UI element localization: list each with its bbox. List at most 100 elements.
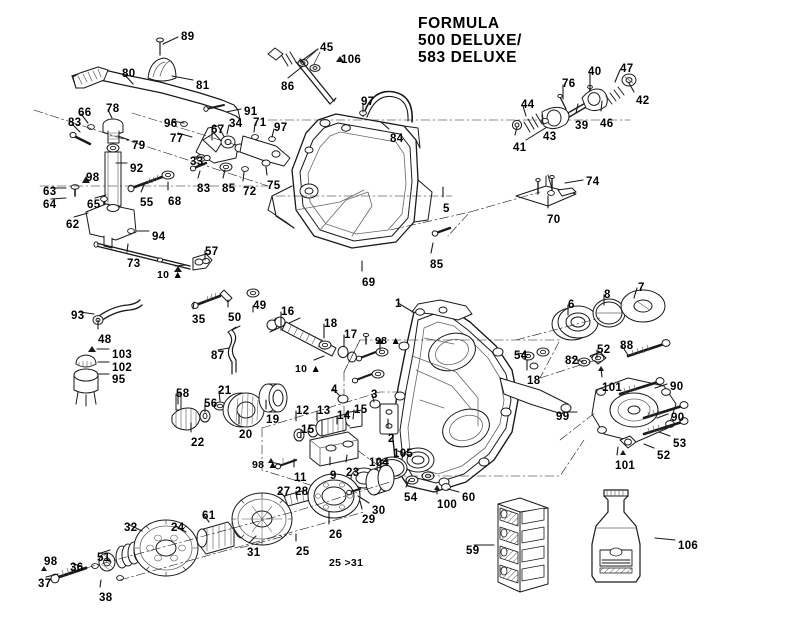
leader-line [380,121,390,130]
callout-33-29: 33 [190,156,204,168]
leader-line [621,345,629,356]
callout-37-117: 37 [38,578,52,590]
leader-line [242,171,245,182]
callout-66-10: 66 [78,107,92,119]
callout-70-42: 70 [547,214,561,226]
leader-line [129,524,143,532]
leader-line [295,490,298,500]
callout-59-119: 59 [466,545,480,557]
callout-26-107: 26 [329,529,343,541]
callout-10-69: 10 ▲ [295,363,322,375]
callout-85-36: 85 [222,183,236,195]
callout-14-84: 14 [337,410,351,422]
callout-75-38: 75 [267,180,281,192]
callout-69-49: 69 [362,277,376,289]
leader-line [447,488,460,493]
leader-line [517,352,529,356]
callout-42-13: 42 [636,95,650,107]
callout-9-98: 9 [330,470,337,482]
callout-54-100: 54 [404,492,418,504]
page-title-line2: 500 DELUXE/ [418,32,522,49]
leader-line [357,495,370,504]
callout-96-15: 96 [164,118,178,130]
callout-53-92: 53 [673,438,687,450]
callout-90-73: 90 [670,381,684,393]
callout-52-65: 52 [597,344,611,356]
leader-line [71,123,81,133]
callout-29-105: 29 [362,514,376,526]
callout-40-7: 40 [588,66,602,78]
callout-31-114: 31 [247,547,261,559]
leader-line [287,65,304,79]
callout-61-108: 61 [202,510,216,522]
leader-line [375,458,389,463]
leader-line [197,170,201,179]
callout-2-89: 2 [388,433,395,445]
leader-line [265,166,268,176]
callout-46-22: 46 [600,118,614,130]
callout-43-24: 43 [543,131,557,143]
callout-23-99: 23 [346,467,360,479]
callout-50-56: 50 [228,312,242,324]
leader-line [107,109,113,119]
callout-64-39: 64 [43,199,57,211]
callout-28-104: 28 [295,486,309,498]
callout-58-75: 58 [176,388,190,400]
callout-22-88: 22 [191,437,205,449]
callout-101-72: 101 [602,382,623,394]
callout-80-3: 80 [122,68,136,80]
callout-104-95: 104 [369,457,390,469]
group-right-bearings [515,289,689,455]
group-chain-59 [497,497,549,593]
callout-49-57: 49 [253,300,267,312]
callout-88-66: 88 [620,340,634,352]
callout-44-20: 44 [521,99,535,111]
leader-line [248,535,257,544]
leader-line [564,179,584,184]
callout-38-118: 38 [99,592,113,604]
leader-line [99,579,102,588]
callout-27-103: 27 [277,486,291,498]
callout-41-25: 41 [513,142,527,154]
leader-line [600,368,603,378]
callout-18-71: 18 [527,375,541,387]
leader-line [45,573,59,578]
callout-17-60: 17 [344,329,358,341]
callout-77-27: 77 [170,133,184,145]
leader-line [352,409,355,420]
callout-68-34: 68 [168,196,182,208]
leader-line [50,197,67,200]
callout-35-55: 35 [192,314,206,326]
group-oil-bottle-106 [591,489,641,583]
leader-line [73,212,89,218]
callout-48-61: 48 [98,334,112,346]
leader-line [571,357,584,363]
callout-60-102: 60 [462,492,476,504]
leader-line [658,431,671,437]
leader-line [126,243,129,253]
leader-line [600,100,603,112]
callout-72-37: 72 [243,186,257,198]
callout-6-51: 6 [568,299,575,311]
group-shaft-assembly [469,73,637,213]
leader-line [203,514,210,523]
group-cover-69 [267,90,631,249]
leader-line [171,75,194,81]
callout-83-35: 83 [197,183,211,195]
callout-74-30: 74 [586,176,600,188]
page-title: FORMULA [418,15,500,32]
page-title-line3: 583 DELUXE [418,49,518,66]
callout-25-115: 25 [296,546,310,558]
callout-85-45: 85 [430,259,444,271]
callout-56-79: 56 [204,398,218,410]
leader-line [616,446,619,456]
leader-line [430,242,434,254]
callout-11-97: 11 [294,472,307,484]
group-rod-86 [267,47,344,105]
callout-79-26: 79 [132,140,146,152]
callout-81-4: 81 [196,80,210,92]
callout-103-67: 103 [112,349,133,361]
leader-line [79,311,95,315]
callout-98-31: 98 [86,172,100,184]
